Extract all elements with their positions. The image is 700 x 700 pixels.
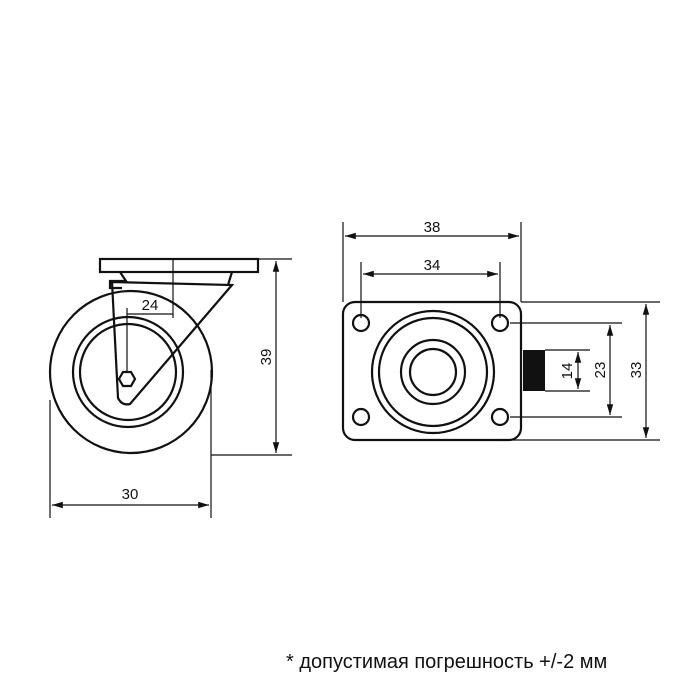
side-view: 24 39 30	[48, 257, 292, 518]
dim-height: 39	[258, 349, 275, 366]
axle-nut-icon	[117, 370, 137, 388]
dim-offset: 24	[142, 297, 159, 314]
fork	[110, 280, 235, 406]
top-view: 38 34 33 23 14	[341, 219, 660, 442]
dim-hole-spacing-x: 34	[424, 257, 441, 274]
swivel-mount	[108, 271, 234, 290]
wheel-outer	[48, 289, 214, 455]
wheel-hub	[78, 322, 178, 422]
wheel-rim	[71, 315, 185, 429]
dim-plate-height: 33	[628, 362, 645, 379]
dim-plate-width: 38	[424, 219, 441, 236]
tolerance-note: * допустимая погрешность +/-2 мм	[286, 651, 608, 673]
dim-stem: 14	[559, 363, 576, 380]
bolt-hole	[490, 407, 510, 427]
top-plate	[98, 257, 260, 274]
bolt-hole	[351, 407, 371, 427]
stem	[523, 350, 545, 391]
mount-plate	[341, 300, 523, 442]
dim-wheel: 30	[122, 486, 139, 503]
dim-hole-spacing-y: 23	[592, 362, 609, 379]
